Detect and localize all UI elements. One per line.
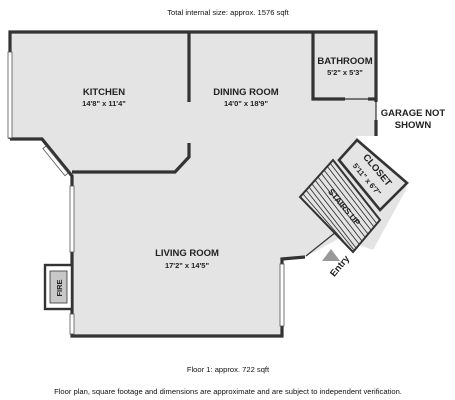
window-kitchen-west bbox=[7, 51, 13, 139]
floor-area-text: Floor 1: approx. 722 sqft bbox=[187, 365, 270, 374]
disclaimer-text: Floor plan, square footage and dimension… bbox=[54, 387, 402, 396]
kitchen-dims: 14'8" x 11'4" bbox=[82, 99, 126, 108]
bathroom-dims: 5'2" x 5'3" bbox=[327, 68, 363, 77]
floor-area bbox=[10, 32, 407, 336]
total-area-text: Total internal size: approx. 1576 sqft bbox=[167, 8, 289, 17]
window-living-east bbox=[279, 263, 285, 327]
window-living-west bbox=[69, 185, 75, 253]
window-kitchen-diagonal bbox=[42, 145, 69, 177]
entry-arrow-icon bbox=[322, 249, 340, 261]
openings bbox=[305, 98, 377, 257]
dining-name: DINING ROOM bbox=[213, 87, 279, 98]
fire-label: FIRE bbox=[55, 279, 64, 296]
stairs bbox=[298, 158, 382, 254]
living-name: LIVING ROOM bbox=[155, 248, 219, 259]
stair-treads bbox=[302, 162, 378, 253]
fireplace: FIRE bbox=[43, 263, 74, 311]
dining-dims: 14'0" x 18'9" bbox=[224, 99, 268, 108]
kitchen-name: KITCHEN bbox=[83, 87, 125, 98]
garage-line-2: SHOWN bbox=[395, 120, 432, 131]
living-dims: 17'2" x 14'5" bbox=[165, 261, 209, 270]
windows bbox=[7, 51, 285, 335]
garage-line-1: GARAGE NOT bbox=[381, 108, 446, 119]
bathroom-name: BATHROOM bbox=[317, 56, 372, 67]
window-living-low bbox=[69, 313, 75, 335]
interior-walls bbox=[72, 32, 376, 174]
closet bbox=[337, 138, 409, 212]
